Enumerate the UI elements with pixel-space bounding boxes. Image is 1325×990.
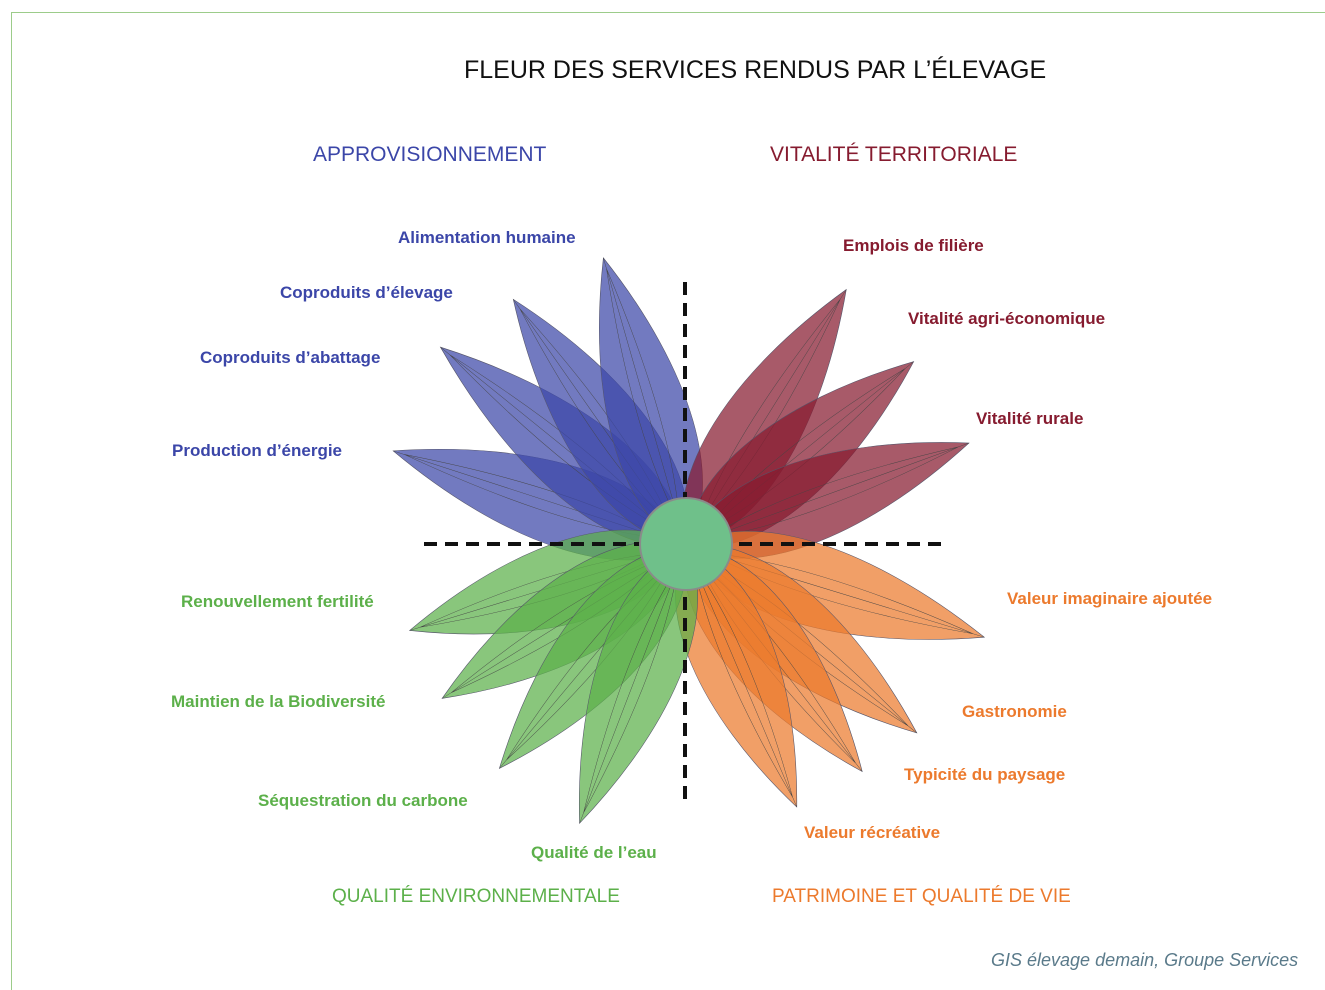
quadrant-title-patrimoine: PATRIMOINE ET QUALITÉ DE VIE	[772, 886, 1071, 907]
label-renouvellement-fertilite: Renouvellement fertilité	[181, 592, 374, 611]
quadrant-title-vitalite: VITALITÉ TERRITORIALE	[770, 143, 1018, 166]
label-typicite-paysage: Typicité du paysage	[904, 765, 1066, 784]
source-credit: GIS élevage demain, Groupe Services	[991, 950, 1299, 970]
quadrant-title-approvisionnement: APPROVISIONNEMENT	[313, 143, 547, 166]
label-qualite-eau: Qualité de l’eau	[531, 843, 657, 862]
label-coproduits-elevage: Coproduits d’élevage	[280, 283, 453, 302]
petals-approvisionnement	[379, 245, 727, 587]
label-emplois-filiere: Emplois de filière	[843, 236, 984, 255]
label-valeur-imaginaire: Valeur imaginaire ajoutée	[1007, 589, 1213, 608]
label-maintien-biodiversite: Maintien de la Biodiversité	[171, 692, 386, 711]
label-sequestration-carbone: Séquestration du carbone	[258, 791, 468, 810]
label-vitalite-agri-economique: Vitalité agri-économique	[908, 309, 1106, 328]
petal-qualite-eau	[540, 530, 726, 840]
label-alimentation-humaine: Alimentation humaine	[398, 228, 576, 247]
label-gastronomie: Gastronomie	[962, 702, 1067, 721]
label-production-energie: Production d’énergie	[172, 441, 343, 460]
flower-center	[639, 497, 733, 591]
label-vitalite-rurale: Vitalité rurale	[976, 409, 1084, 428]
diagram-frame	[11, 12, 1325, 990]
diagram-title: FLEUR DES SERVICES RENDUS PAR L’ÉLEVAGE	[464, 56, 1047, 84]
label-valeur-recreative: Valeur récréative	[804, 823, 941, 842]
quadrant-title-environnement: QUALITÉ ENVIRONNEMENTALE	[332, 886, 620, 907]
label-coproduits-abattage: Coproduits d’abattage	[200, 348, 381, 367]
